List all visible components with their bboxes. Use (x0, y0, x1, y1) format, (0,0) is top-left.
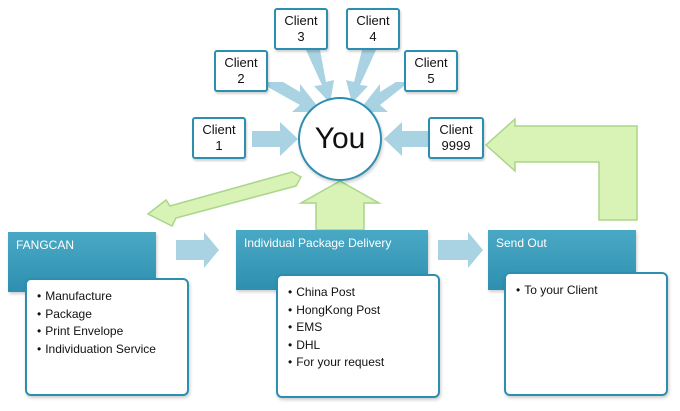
you-circle: You (298, 97, 382, 181)
client-number: 2 (237, 71, 245, 86)
client-label: Client (439, 122, 473, 137)
stage-item-list: Manufacture Package Print Envelope Indiv… (37, 288, 177, 358)
client-1-arrow (252, 122, 298, 156)
list-item: Package (37, 306, 177, 324)
list-item: EMS (288, 319, 428, 337)
flow-arrow-2 (438, 232, 483, 268)
client-box-2: Client 2 (214, 50, 268, 92)
list-item: Individuation Service (37, 341, 177, 359)
client-label: Client (356, 13, 390, 28)
flow-arrow-1 (176, 232, 219, 268)
client-box-9999: Client 9999 (428, 117, 484, 159)
client-3-arrow (306, 50, 334, 103)
stage-title: FANGCAN (16, 238, 75, 252)
client-box-3: Client 3 (274, 8, 328, 50)
you-label: You (314, 122, 366, 155)
client-9999-arrow (384, 122, 428, 156)
client-box-4: Client 4 (346, 8, 400, 50)
client-number: 9999 (441, 138, 471, 153)
client-2-arrow (266, 82, 322, 112)
client-label: Client (224, 55, 258, 70)
client-label: Client (284, 13, 318, 28)
list-item: DHL (288, 337, 428, 355)
stage-title: Send Out (496, 236, 547, 250)
stage-box-delivery: China Post HongKong Post EMS DHL For you… (276, 274, 440, 398)
stage-item-list: China Post HongKong Post EMS DHL For you… (288, 284, 428, 372)
stage-box-fangcan: Manufacture Package Print Envelope Indiv… (25, 278, 189, 396)
list-item: Print Envelope (37, 323, 177, 341)
client-number: 1 (215, 138, 223, 153)
list-item: Manufacture (37, 288, 177, 306)
return-to-client-arrow (484, 117, 638, 221)
client-label: Client (202, 122, 236, 137)
list-item: For your request (288, 354, 428, 372)
client-box-5: Client 5 (404, 50, 458, 92)
list-item: China Post (288, 284, 428, 302)
client-number: 4 (369, 29, 377, 44)
client-label: Client (414, 55, 448, 70)
delivery-to-you-arrow (298, 180, 382, 231)
client-4-arrow (346, 50, 376, 103)
stage-item-list: To your Client (516, 282, 656, 300)
you-to-fangcan-arrow (146, 171, 303, 228)
client-box-1: Client 1 (192, 117, 246, 159)
stage-title: Individual Package Delivery (244, 236, 392, 250)
client-5-arrow (358, 82, 404, 112)
list-item: HongKong Post (288, 302, 428, 320)
client-number: 5 (427, 71, 435, 86)
client-number: 3 (297, 29, 305, 44)
list-item: To your Client (516, 282, 656, 300)
stage-box-send-out: To your Client (504, 272, 668, 396)
